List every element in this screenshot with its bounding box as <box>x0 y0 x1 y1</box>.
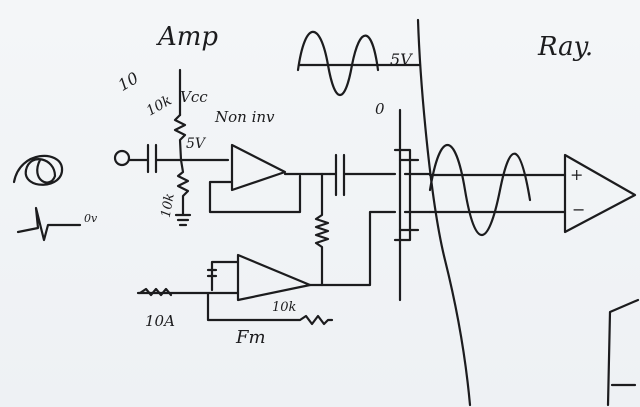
bias-label: 5V <box>186 136 206 152</box>
receiver-box <box>606 298 640 407</box>
sine-waveform-output <box>428 143 567 237</box>
scribble-source-icon <box>12 154 64 186</box>
receiver-label: Ray. <box>538 32 594 62</box>
feedback-resistor-label: 10k <box>272 300 297 315</box>
opamp-non-inverting <box>230 143 287 192</box>
resistor-top <box>173 113 187 162</box>
sine-waveform-top <box>296 30 422 97</box>
fm-label: Fm <box>236 327 266 348</box>
coupling-capacitor <box>328 153 397 197</box>
wave-zero-label: 0 <box>375 100 385 118</box>
zero-v-label: 0v <box>84 212 98 225</box>
input-wire <box>127 143 230 174</box>
title-label: Amp <box>158 22 219 52</box>
opamp2-wires <box>136 210 397 326</box>
minus-input-label: − <box>572 200 586 219</box>
receiver-opamp <box>563 153 637 234</box>
input-resistor-label: 10A <box>145 312 175 330</box>
vcc-label: Vcc <box>180 88 208 106</box>
input-terminal <box>113 149 131 167</box>
pulse-source-icon <box>16 206 82 242</box>
mixer-element <box>393 148 432 242</box>
bias-resistor <box>314 172 330 287</box>
wave-top-label: 5V <box>390 50 412 69</box>
resistor-bottom <box>174 158 192 227</box>
non-inv-label: Non inv <box>215 108 275 126</box>
opamp1-feedback <box>208 172 332 214</box>
input-resistor <box>138 287 173 297</box>
divider-line <box>416 18 472 407</box>
opamp-fm <box>236 253 312 302</box>
plus-input-label: + <box>570 165 584 184</box>
